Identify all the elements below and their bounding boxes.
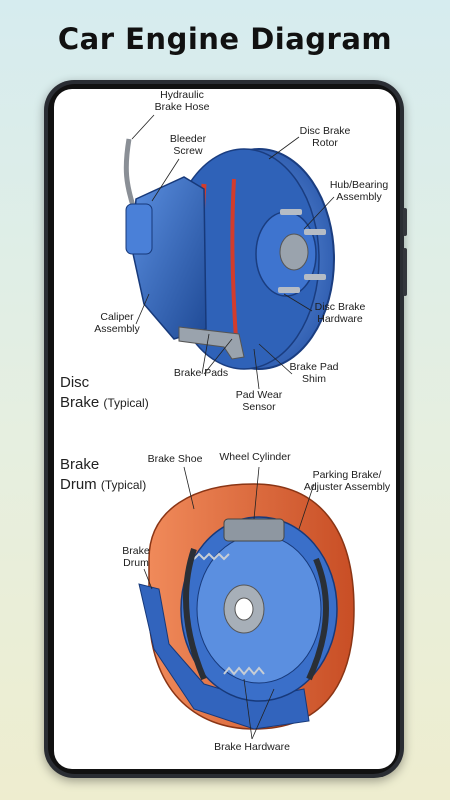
label-caliper-assembly: Caliper Assembly [94,311,140,335]
drum-back-shape [138,583,310,730]
brake-diagram [123,114,355,740]
label-pad-wear-sensor: Pad Wear Sensor [235,389,283,413]
phone-side-button [403,208,407,236]
brake-shoe-shape [183,548,207,681]
label-brake-hardware: Brake Hardware [214,741,290,753]
label-disc-brake-rotor: Disc Brake Rotor [299,125,351,149]
disc-caption-suffix: (Typical) [103,396,149,410]
drum-caption-word: Drum [60,476,97,493]
drum-caption-line2: Drum (Typical) [60,475,170,495]
hub-hole [234,597,254,621]
wheel-stud [280,209,302,215]
wheel-cylinder-shape [223,518,285,542]
label-brake-shoe: Brake Shoe [147,453,203,465]
label-disc-brake-hardware: Disc Brake Hardware [314,301,366,325]
label-wheel-cylinder: Wheel Cylinder [219,451,291,463]
label-brake-pad-shim: Brake Pad Shim [289,361,339,385]
disc-caption-word: Brake [60,394,100,411]
phone-mockup: Hydraulic Brake Hose Bleeder Screw Disc … [44,80,407,778]
drum-brake-illustration [138,483,355,730]
label-bleeder-screw: Bleeder Screw [169,133,207,157]
disc-brake-caption: Disc Brake (Typical) [60,373,170,413]
label-brake-pads: Brake Pads [173,367,229,379]
wheel-stud [278,287,300,293]
return-spring [193,552,230,561]
drum-leader-lines [143,466,315,740]
diagram-screen: Hydraulic Brake Hose Bleeder Screw Disc … [54,89,396,769]
disc-caption-line2: Brake (Typical) [60,393,170,413]
brake-pad-shape [230,178,238,340]
drum-caption-line1: Brake [60,456,100,473]
hydraulic-hose-shape [123,138,137,210]
hub-center [279,233,309,271]
page-title: Car Engine Diagram [57,22,393,56]
label-parking-brake-adjuster: Parking Brake/ Adjuster Assembly [303,469,391,493]
adjuster-spring [223,666,265,676]
wheel-stud [304,274,326,280]
label-hub-bearing-assembly: Hub/Bearing Assembly [329,179,389,203]
caliper-bracket [178,326,245,360]
drum-brake-caption: Brake Drum (Typical) [60,455,170,495]
caliper-piston [125,203,153,255]
wheel-stud [304,229,326,235]
disc-leader-lines [131,114,335,390]
brake-shoe-shape [306,557,329,681]
label-hydraulic-brake-hose: Hydraulic Brake Hose [154,89,210,113]
label-brake-drum: Brake Drum [122,545,150,569]
phone-side-button [403,248,407,296]
drum-caption-suffix: (Typical) [100,478,147,492]
disc-caption-line1: Disc [60,374,90,391]
disc-brake-illustration [123,138,335,370]
